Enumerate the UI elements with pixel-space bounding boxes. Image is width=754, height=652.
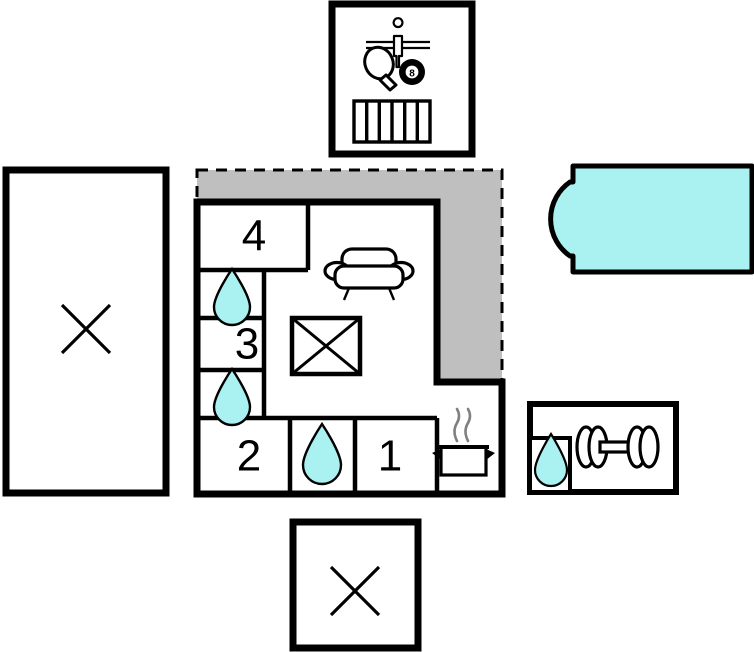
bedroom-3-number: 3	[235, 320, 259, 369]
cooking-pot-icon	[432, 407, 495, 477]
slatted-table-icon	[352, 99, 432, 144]
swimming-pool-area	[548, 163, 754, 275]
bedroom-2-number: 2	[237, 432, 261, 481]
left-outbuilding-outline	[2, 166, 170, 497]
crossed-box-icon	[289, 315, 363, 377]
sofa-icon	[323, 247, 415, 301]
terrace-area	[195, 168, 504, 384]
left-outbuilding-area	[2, 166, 170, 497]
gym-area	[527, 401, 679, 495]
dumbbell-icon	[575, 425, 660, 469]
water-drop-icon	[301, 421, 343, 486]
main-house-area: 4 3 2 1	[193, 198, 506, 498]
billiard-8-ball-icon: 8	[399, 59, 425, 85]
terrace-outline	[195, 168, 504, 384]
ping-pong-paddle-icon	[363, 45, 398, 92]
bedroom-1-number: 1	[378, 432, 402, 481]
interior-walls	[197, 202, 440, 494]
cross-mark-icon	[60, 303, 112, 355]
water-drop-icon	[533, 431, 569, 488]
bottom-outbuilding-outline	[289, 518, 422, 652]
bottom-outbuilding-area	[289, 518, 422, 652]
game-room-area: 8	[328, 0, 476, 158]
billiard-ball-number: 8	[409, 69, 415, 80]
cross-mark-icon	[329, 565, 381, 617]
water-drop-icon	[212, 366, 252, 427]
swimming-pool-shape	[548, 163, 754, 275]
water-drop-icon	[212, 266, 252, 327]
bedroom-4-number: 4	[242, 212, 266, 261]
